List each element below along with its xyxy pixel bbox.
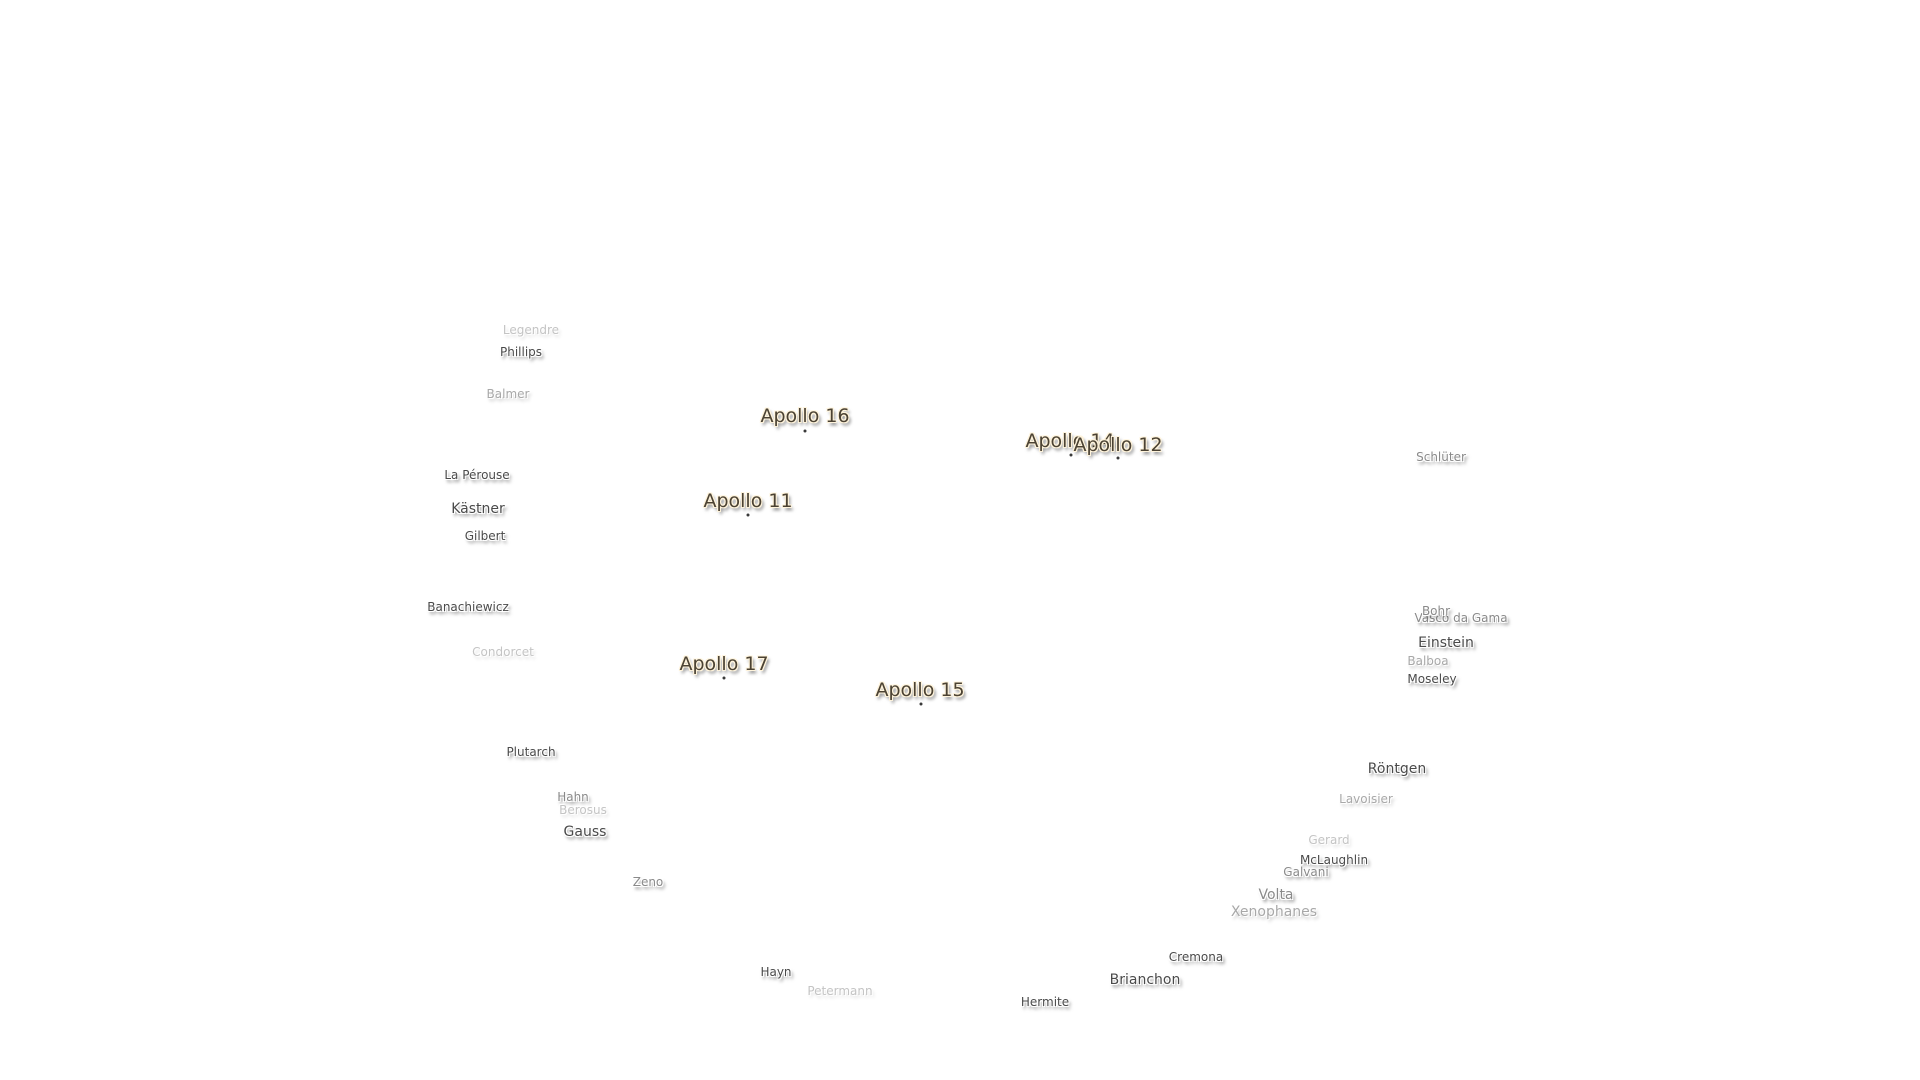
site-marker-apollo-11[interactable] (746, 513, 750, 517)
crater-label-hayn: Hayn (760, 965, 792, 979)
crater-label-vasco-da-gama: Vasco da Gama (1414, 611, 1508, 625)
crater-label-legendre: Legendre (502, 323, 560, 337)
crater-label-balmer: Balmer (486, 387, 530, 401)
crater-label-gilbert: Gilbert (464, 529, 506, 543)
crater-label-galvani: Galvani (1283, 865, 1329, 879)
site-label-apollo-14[interactable]: Apollo 14 (1025, 430, 1115, 452)
crater-label-gauss: Gauss (563, 824, 607, 840)
crater-label-einstein: Einstein (1418, 635, 1474, 651)
site-marker-apollo-15[interactable] (919, 702, 923, 706)
crater-label-la-perouse: La Pérouse (444, 468, 510, 482)
site-label-apollo-15[interactable]: Apollo 15 (875, 679, 965, 701)
site-label-apollo-16[interactable]: Apollo 16 (760, 405, 850, 427)
site-marker-apollo-17[interactable] (722, 676, 726, 680)
crater-label-kastner: Kästner (451, 501, 505, 517)
crater-label-hahn: Hahn (557, 790, 589, 804)
site-label-apollo-11[interactable]: Apollo 11 (703, 490, 793, 512)
crater-label-hermite: Hermite (1020, 995, 1070, 1009)
site-label-apollo-17[interactable]: Apollo 17 (679, 653, 769, 675)
crater-label-moseley: Moseley (1407, 672, 1457, 686)
crater-label-cremona: Cremona (1168, 950, 1224, 964)
crater-label-zeno: Zeno (632, 875, 664, 889)
crater-label-schluter: Schlüter (1416, 450, 1466, 464)
crater-label-petermann: Petermann (807, 984, 873, 998)
crater-label-brianchon: Brianchon (1109, 972, 1181, 988)
crater-label-rontgen: Röntgen (1367, 761, 1427, 777)
crater-label-volta: Volta (1258, 887, 1294, 903)
crater-label-gerard: Gerard (1308, 833, 1350, 847)
crater-label-lavoisier: Lavoisier (1339, 792, 1393, 806)
crater-label-mclaughlin: McLaughlin (1299, 853, 1369, 867)
site-marker-apollo-12[interactable] (1116, 456, 1120, 460)
crater-label-banachiewicz: Banachiewicz (427, 600, 509, 614)
site-marker-apollo-14[interactable] (1069, 453, 1073, 457)
crater-label-condorcet: Condorcet (472, 645, 534, 659)
site-label-apollo-12[interactable]: Apollo 12 (1073, 434, 1163, 456)
crater-label-balboa: Balboa (1407, 654, 1449, 668)
crater-label-plutarch: Plutarch (506, 745, 556, 759)
site-marker-apollo-16[interactable] (803, 429, 807, 433)
crater-label-bohr: Bohr (1421, 604, 1451, 618)
crater-label-berosus: Berosus (559, 803, 607, 817)
crater-label-xenophanes: Xenophanes (1230, 904, 1318, 920)
crater-label-phillips: Phillips (499, 345, 543, 359)
